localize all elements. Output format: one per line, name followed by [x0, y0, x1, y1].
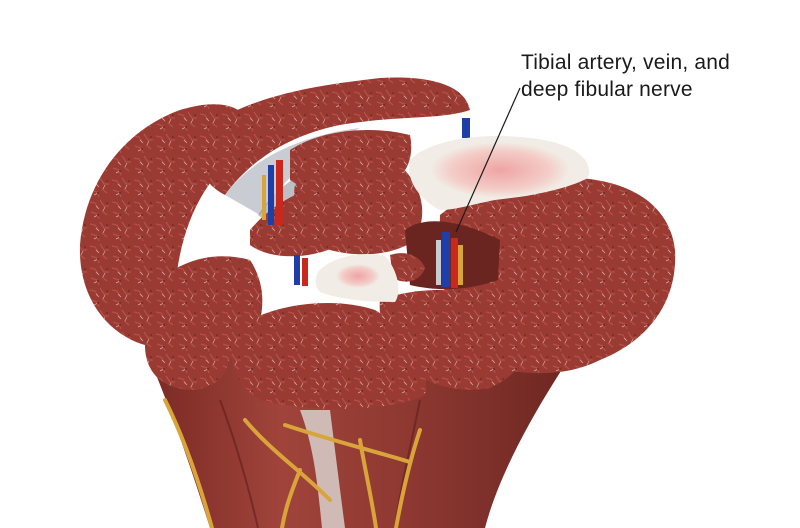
annotation-label-line-2: deep fibular nerve — [521, 78, 693, 101]
annotation-label-line-1: Tibial artery, vein, and — [521, 51, 731, 74]
